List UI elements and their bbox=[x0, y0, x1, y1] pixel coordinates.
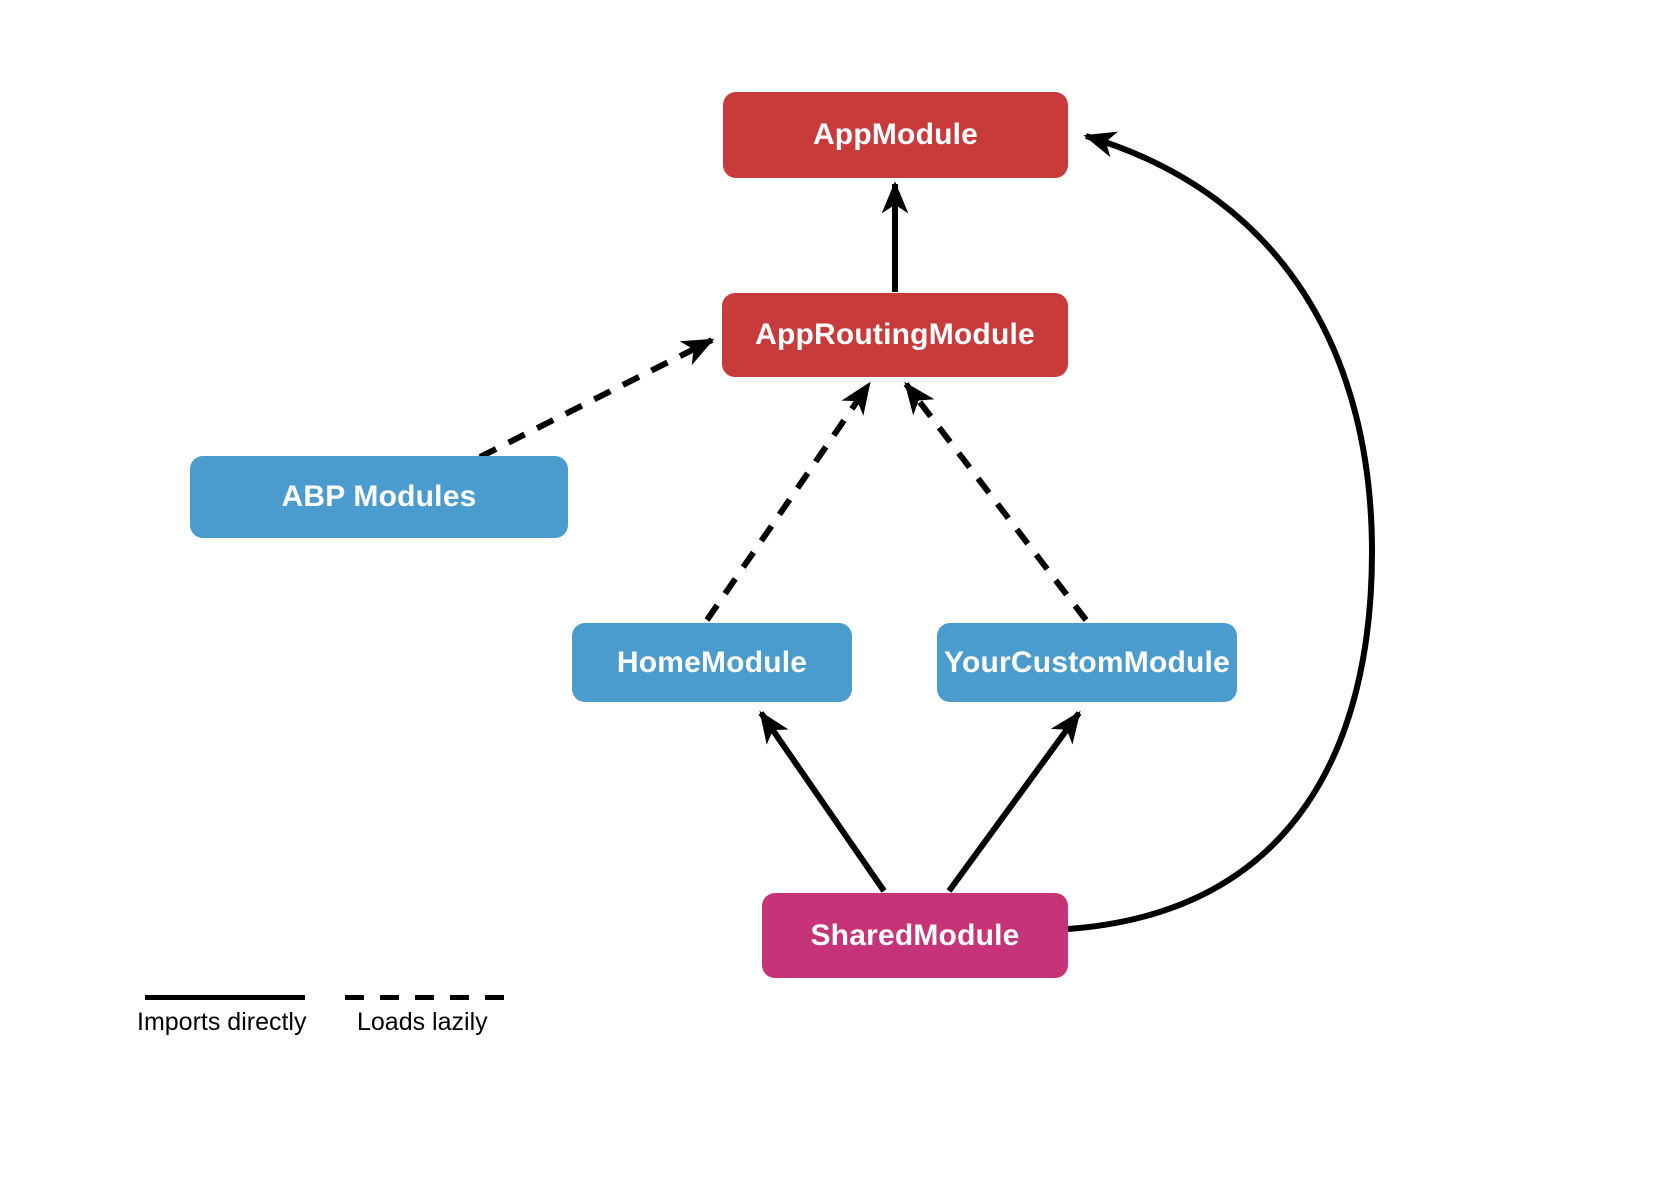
edge-sharedmodule-to-yourcustommodule bbox=[946, 710, 1082, 893]
edge-homemodule-to-approutingmodule bbox=[704, 381, 872, 622]
legend-dashed-label: Loads lazily bbox=[357, 1008, 488, 1036]
node-yourcustommodule-label: YourCustomModule bbox=[944, 645, 1230, 679]
node-homemodule-label: HomeModule bbox=[616, 645, 808, 679]
edge-sharedmodule-to-appmodule bbox=[1067, 131, 1376, 932]
node-approutingmodule: AppRoutingModule bbox=[722, 293, 1068, 377]
node-sharedmodule: SharedModule bbox=[762, 893, 1068, 978]
edge-yourcustommodule-to-approutingmodule bbox=[903, 381, 1089, 622]
edge-sharedmodule-to-homemodule bbox=[758, 710, 887, 893]
node-appmodule-label: AppModule bbox=[812, 118, 979, 151]
node-sharedmodule-label: SharedModule bbox=[810, 918, 1020, 952]
legend-solid-label: Imports directly bbox=[137, 1008, 307, 1036]
node-yourcustommodule: YourCustomModule bbox=[937, 623, 1237, 702]
node-appmodule: AppModule bbox=[723, 92, 1068, 178]
edge-abpmodules-to-approutingmodule bbox=[478, 337, 715, 460]
legend-dashed-line-sample bbox=[345, 995, 508, 1000]
node-approutingmodule-label: AppRoutingModule bbox=[755, 318, 1035, 351]
node-abpmodules-label: ABP Modules bbox=[281, 480, 477, 513]
legend-solid-line-sample bbox=[145, 995, 305, 1000]
node-abpmodules: ABP Modules bbox=[190, 456, 568, 538]
node-homemodule: HomeModule bbox=[572, 623, 852, 702]
